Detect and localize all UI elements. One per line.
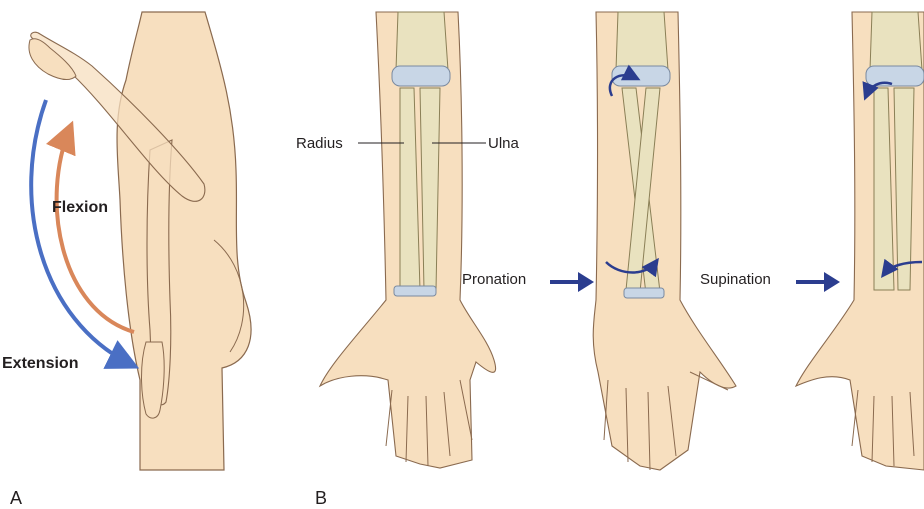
forearm-supinated bbox=[796, 12, 924, 470]
panel-a-letter: A bbox=[10, 488, 22, 508]
body-silhouette bbox=[117, 12, 251, 470]
forearm-pronated bbox=[593, 12, 736, 470]
flexion-label: Flexion bbox=[52, 199, 108, 216]
ulna-bone-1 bbox=[420, 88, 440, 290]
ulna-bone-3 bbox=[894, 88, 914, 290]
wrist-cartilage-1 bbox=[394, 286, 436, 296]
panel-b: Radius Ulna Pronation Supination bbox=[296, 12, 924, 508]
humerus-bone-3 bbox=[870, 12, 922, 70]
elbow-cartilage-1 bbox=[392, 66, 450, 86]
wrist-cartilage-2 bbox=[624, 288, 664, 298]
humerus-bone-1 bbox=[396, 12, 448, 70]
panel-b-letter: B bbox=[315, 488, 327, 508]
panel-a: Flexion Extension A bbox=[2, 12, 251, 508]
forearm-neutral bbox=[320, 12, 496, 468]
pronation-arrow bbox=[550, 272, 594, 292]
supination-arrow bbox=[796, 272, 840, 292]
radius-label: Radius bbox=[296, 135, 343, 152]
elbow-cartilage-3 bbox=[866, 66, 924, 86]
lowered-hand bbox=[142, 342, 165, 418]
supination-label: Supination bbox=[700, 271, 771, 288]
ulna-label: Ulna bbox=[488, 135, 520, 152]
extension-label: Extension bbox=[2, 355, 78, 372]
humerus-bone-2 bbox=[616, 12, 668, 70]
pronation-label: Pronation bbox=[462, 271, 526, 288]
